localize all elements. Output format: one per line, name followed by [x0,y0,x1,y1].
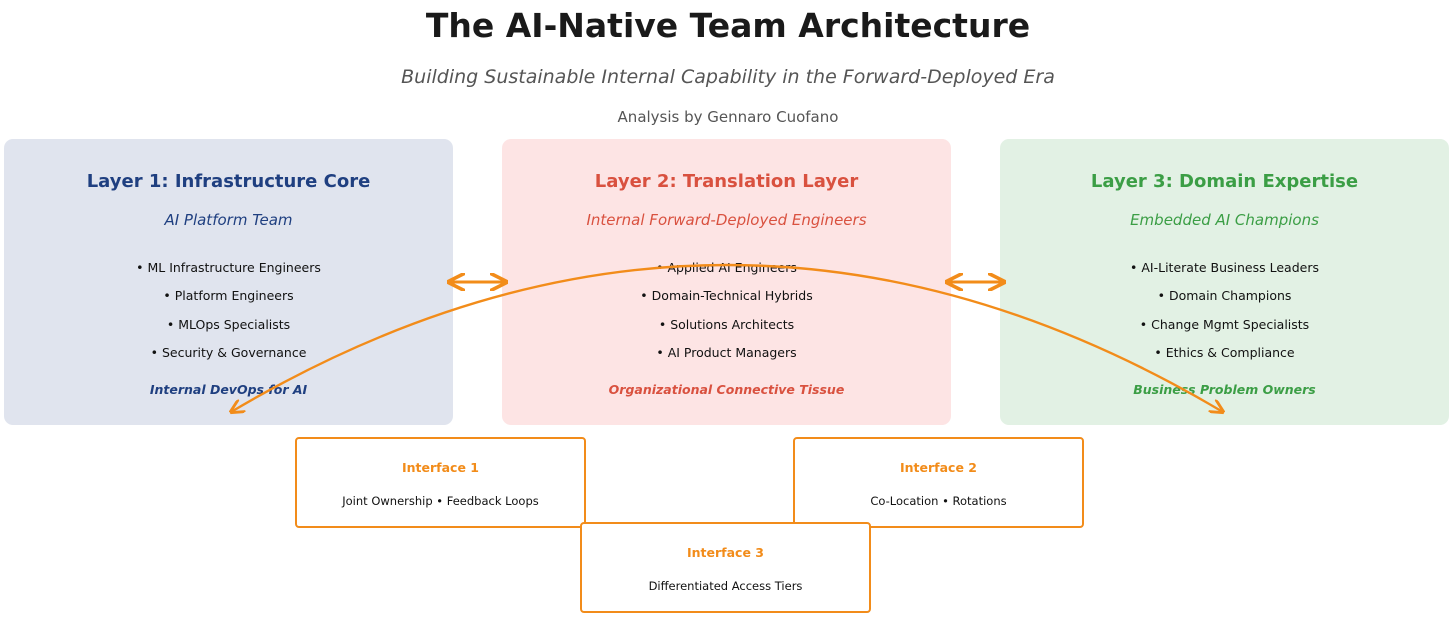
layer-member-item: •AI-Literate Business Leaders [1000,257,1449,285]
layer-card-infrastructure-core: Layer 1: Infrastructure Core AI Platform… [4,139,453,425]
layer-title: Layer 3: Domain Expertise [1090,171,1359,192]
bullet-icon: • [150,344,158,360]
bullet-icon: • [1130,260,1138,275]
layer-member-label: Applied AI Engineers [667,260,797,275]
layer-member-item: •Security & Governance [4,342,453,370]
layer-member-label: Ethics & Compliance [1165,344,1295,360]
layer-member-item: •Applied AI Engineers [502,257,951,285]
layer-member-item: •ML Infrastructure Engineers [4,257,453,285]
layer-footer-tagline: Internal DevOps for AI [149,382,308,397]
layer-card-translation-layer: Layer 2: Translation Layer Internal Forw… [502,139,951,425]
layer-member-label: Domain-Technical Hybrids [651,288,813,304]
layer-member-item: •Platform Engineers [4,285,453,313]
layer-member-label: Security & Governance [161,344,307,360]
interface-box-3: Interface 3 Differentiated Access Tiers [580,522,871,613]
layer-member-item: •AI Product Managers [502,342,951,370]
layer-team-name: Internal Forward-Deployed Engineers [586,211,867,229]
layer-member-item: •Solutions Architects [502,314,951,342]
interface-description: Differentiated Access Tiers [648,579,803,593]
layer-member-item: •Change Mgmt Specialists [1000,314,1449,342]
bullet-icon: • [656,260,664,275]
interface-description: Co-Location • Rotations [870,494,1007,508]
bullet-icon: • [136,260,144,275]
layer-member-label: MLOps Specialists [178,316,291,332]
interface-box-1: Interface 1 Joint Ownership • Feedback L… [295,437,586,528]
layer-member-item: •Domain-Technical Hybrids [502,285,951,313]
layer-member-label: AI-Literate Business Leaders [1141,260,1319,275]
layer-member-label: Solutions Architects [670,316,795,332]
bullet-icon: • [166,316,175,332]
diagram-title: The AI-Native Team Architecture [425,6,1031,45]
layer-member-item: •Domain Champions [1000,285,1449,313]
interface-title: Interface 1 [402,460,479,475]
layer-team-name: AI Platform Team [164,211,293,229]
layer-member-label: ML Infrastructure Engineers [147,260,321,275]
bullet-icon: • [1139,316,1148,332]
layer-member-list: •AI-Literate Business Leaders •Domain Ch… [1000,257,1449,370]
interface-description: Joint Ownership • Feedback Loops [342,494,539,508]
bullet-icon: • [163,288,171,304]
bullet-icon: • [1157,288,1165,304]
layer-member-label: AI Product Managers [667,344,797,360]
layer-card-domain-expertise: Layer 3: Domain Expertise Embedded AI Ch… [1000,139,1449,425]
layer-team-name: Embedded AI Champions [1130,211,1319,229]
layer-footer-tagline: Business Problem Owners [1133,382,1316,397]
layer-footer-tagline: Organizational Connective Tissue [608,382,845,397]
layer-member-item: •MLOps Specialists [4,314,453,342]
bullet-icon: • [640,288,648,304]
layer-member-label: Change Mgmt Specialists [1151,316,1310,332]
diagram-subtitle: Building Sustainable Internal Capability… [401,66,1055,88]
bullet-icon: • [658,316,667,332]
layer-member-list: •ML Infrastructure Engineers •Platform E… [4,257,453,370]
interface-title: Interface 3 [687,545,764,560]
bullet-icon: • [656,344,664,360]
layer-member-list: •Applied AI Engineers •Domain-Technical … [502,257,951,370]
interface-box-2: Interface 2 Co-Location • Rotations [793,437,1084,528]
layer-member-label: Domain Champions [1168,288,1292,304]
layer-title: Layer 2: Translation Layer [594,171,859,192]
layer-member-item: •Ethics & Compliance [1000,342,1449,370]
diagram-byline: Analysis by Gennaro Cuofano [617,108,839,126]
bullet-icon: • [1154,344,1162,360]
layer-member-label: Platform Engineers [174,288,294,304]
layer-title: Layer 1: Infrastructure Core [86,171,371,192]
interface-title: Interface 2 [900,460,977,475]
